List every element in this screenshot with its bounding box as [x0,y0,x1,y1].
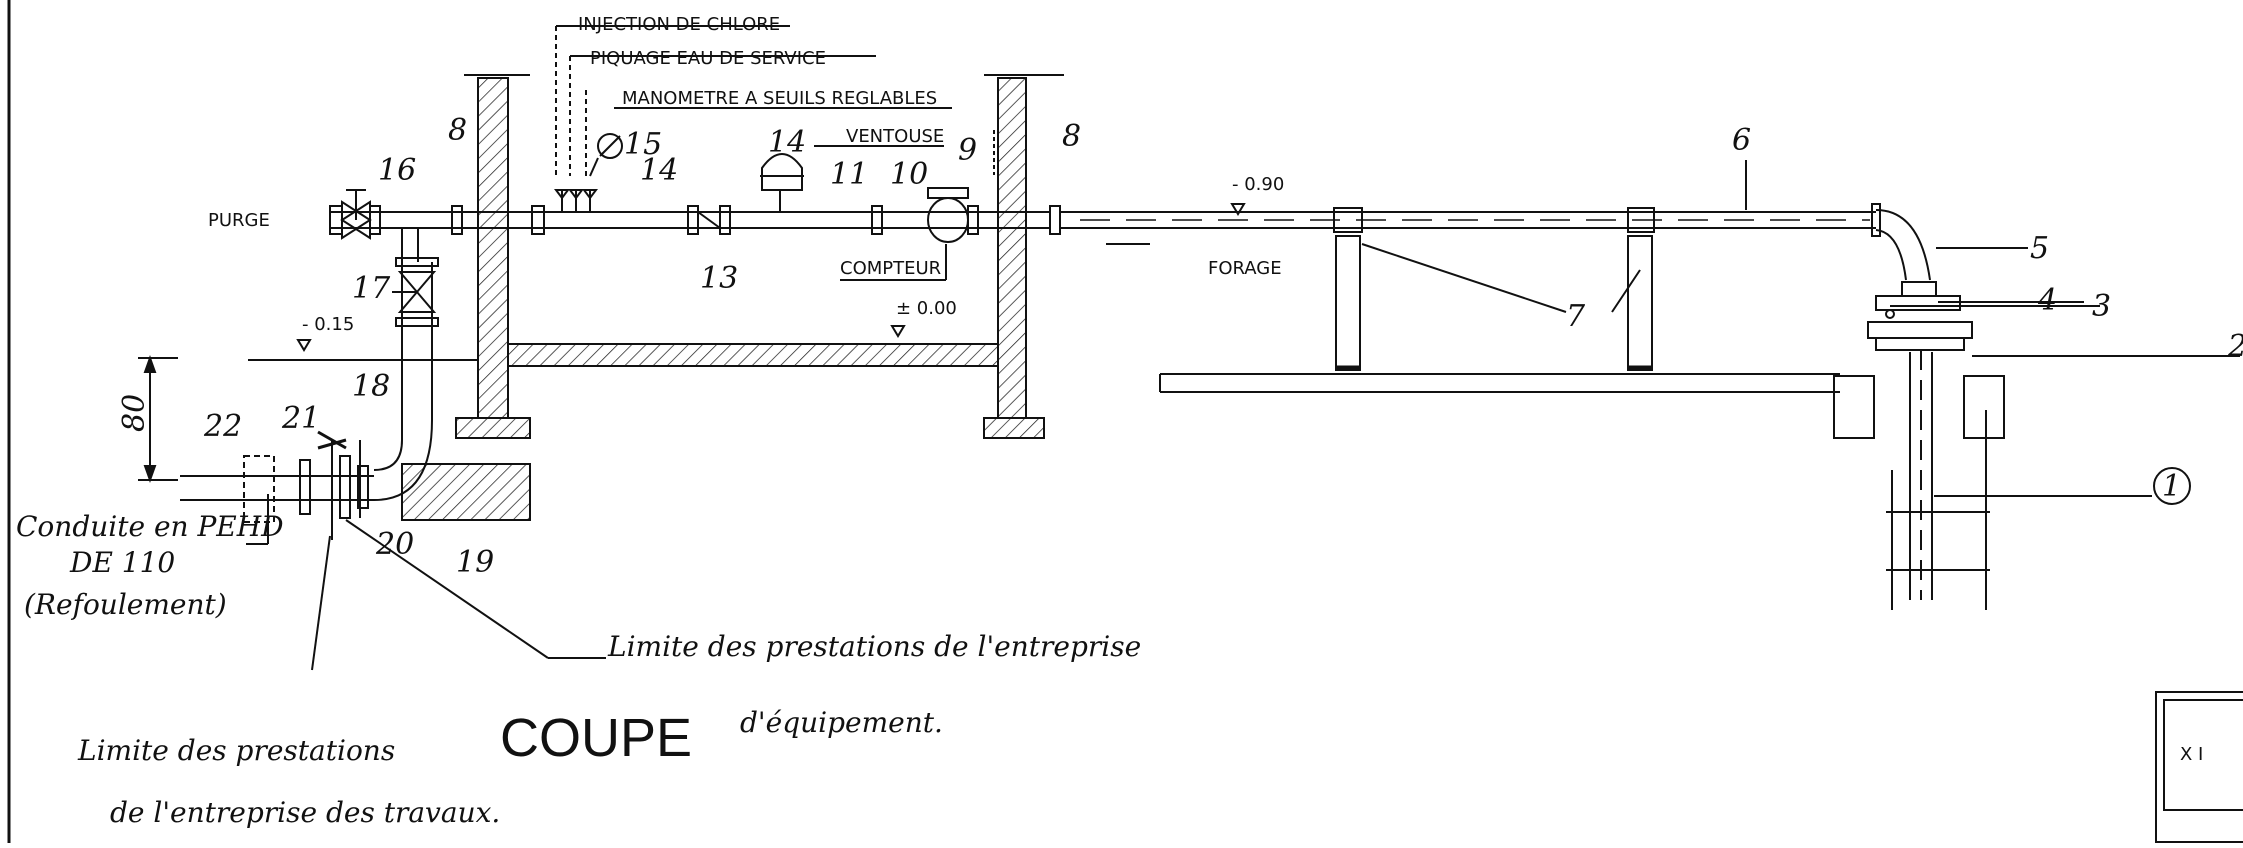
ref-21: 21 [281,401,320,436]
dimension-80-label: 80 [117,394,152,432]
anchor-block [401,463,531,521]
dimension-80 [138,355,178,483]
label-manometre: MANOMETRE A SEUILS REGLABLES [622,88,937,109]
label-ventouse: VENTOUSE [846,126,944,147]
title-block-text: X I [2180,744,2203,765]
level-minus-090: - 0.90 [1232,174,1284,195]
ref-14-ventouse: 14 [768,125,806,160]
title-block [2155,691,2243,843]
label-limite-equipement-2: d'équipement. [740,706,943,739]
ref-11: 11 [830,157,868,192]
label-compteur: COMPTEUR [840,258,941,279]
ref-4: 4 [2037,283,2057,318]
forage-head [1833,203,2240,610]
chamber-walls [401,74,1064,521]
ref-22: 22 [203,409,242,444]
ref-3: 3 [2092,289,2111,324]
label-limite-equipement-1: Limite des prestations de l'entreprise [607,630,1141,663]
main-pipe [329,25,1061,281]
label-conduite-2: DE 110 [69,546,175,579]
ref-5: 5 [2030,231,2049,266]
label-limite-travaux-1: Limite des prestations [77,734,395,767]
ref-6: 6 [1732,123,1751,158]
ref-7: 7 [1566,299,1586,334]
ref-1: 1 [2162,469,2181,504]
ref-18: 18 [352,369,390,404]
ref-13: 13 [700,261,738,296]
ref-20: 20 [375,527,414,562]
text-layer: INJECTION DE CHLORE PIQUAGE EAU DE SERVI… [16,14,2243,829]
ref-16: 16 [378,153,416,188]
ref-19: 19 [456,545,494,580]
ref-10: 10 [890,157,928,192]
ref-9: 9 [958,133,977,168]
ref-15: 15 [624,127,662,162]
ref-2: 2 [2227,329,2243,364]
ref-8-right: 8 [1062,119,1081,154]
level-minus-015: - 0.15 [302,314,354,335]
vertical-pipe [180,257,439,540]
label-piquage: PIQUAGE EAU DE SERVICE [590,48,826,69]
ref-8-left: 8 [448,113,467,148]
ref-14-pipe: 14 [640,153,678,188]
level-markers [296,203,1246,352]
ref-17: 17 [352,271,391,306]
section-title-coupe: COUPE [500,708,692,768]
label-purge: PURGE [208,210,270,231]
pipe-to-forage [1060,207,1876,393]
label-forage: FORAGE [1208,258,1282,279]
label-conduite-3: (Refoulement) [24,588,227,621]
leader-lines [246,160,2084,671]
label-injection: INJECTION DE CHLORE [578,14,780,35]
level-zero: ± 0.00 [896,298,957,319]
label-limite-travaux-2: de l'entreprise des travaux. [110,796,500,829]
label-conduite-1: Conduite en PEHD [16,510,284,543]
